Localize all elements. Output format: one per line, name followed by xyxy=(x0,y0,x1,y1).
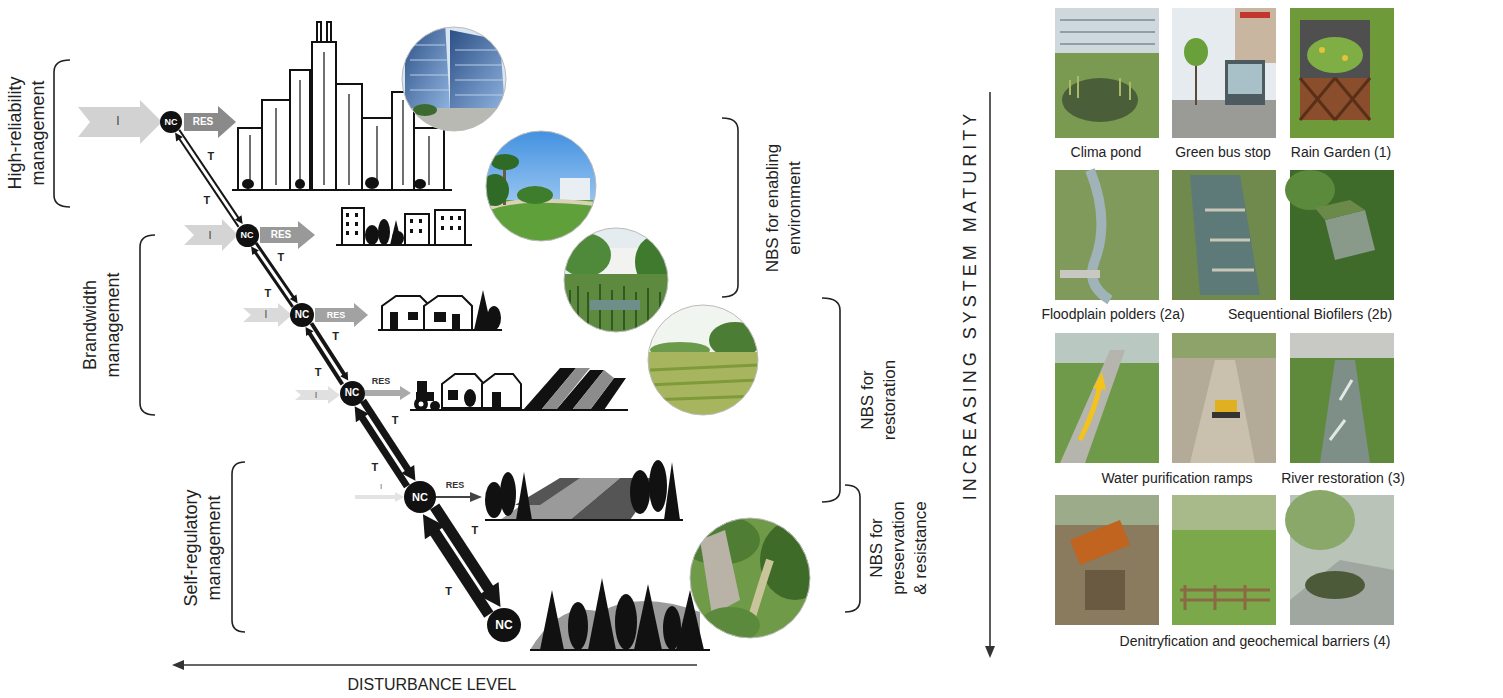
edge-label: T xyxy=(331,331,340,342)
flow-label: I xyxy=(315,390,318,400)
edge-label: T xyxy=(202,195,211,206)
transition-arrow xyxy=(179,130,242,224)
photo-field xyxy=(645,302,761,418)
node-text: NC xyxy=(165,118,178,127)
flow-label: I xyxy=(380,482,382,491)
edge-label: T xyxy=(314,366,323,377)
edge-label: T xyxy=(263,287,272,298)
axis-label: Brandwidth management xyxy=(79,250,126,400)
photo-caption: DISTURBANCE LEVEL xyxy=(348,676,517,694)
flow-label: I xyxy=(265,309,268,321)
photo-city xyxy=(400,22,510,138)
photo-pond xyxy=(559,225,675,338)
transition-arrow xyxy=(251,246,293,307)
photo-caption: Green bus stop xyxy=(1175,144,1271,160)
axis-label: Self-regulatory management xyxy=(180,473,227,623)
city-skyline xyxy=(232,22,452,190)
node-text: NC xyxy=(412,492,428,503)
flow-label: RES xyxy=(372,376,391,386)
transition-arrow xyxy=(363,401,415,481)
node-text: NC xyxy=(495,619,512,631)
photo-park xyxy=(480,128,605,248)
transition-arrow xyxy=(306,327,343,384)
axis-arrow xyxy=(172,92,995,670)
farm-landscape xyxy=(410,368,628,411)
transition-arrow xyxy=(355,406,407,486)
flow-label: RES xyxy=(327,310,346,320)
edge-label: T xyxy=(470,525,479,536)
photo-caption: Denitryfication and geochemical barriers… xyxy=(1120,633,1391,649)
flow-label: RES xyxy=(271,229,292,241)
forest-landscape xyxy=(530,578,710,651)
transition-arrow xyxy=(311,323,348,380)
nc-circle: NC xyxy=(340,381,365,406)
axis-label: High-reliability management xyxy=(4,58,51,208)
photo-caption: Clima pond xyxy=(1071,144,1142,160)
bracket xyxy=(54,60,860,632)
edge-label: T xyxy=(391,414,400,425)
photo-caption: Floodplain polders (2a) xyxy=(1041,306,1184,322)
transition-arrow xyxy=(423,514,489,614)
nc-circle: NC xyxy=(487,608,521,642)
flow-arrows xyxy=(78,100,482,502)
edge-label: T xyxy=(207,151,216,162)
edge-label: T xyxy=(444,585,453,596)
node-text: NC xyxy=(241,231,254,240)
axis-label: NBS for preservation & resistance xyxy=(866,496,932,600)
edge-label: T xyxy=(277,251,286,262)
axis-label: NBS for restoration xyxy=(857,340,901,460)
photo-caption: Sequentional Biofilers (2b) xyxy=(1228,306,1392,322)
photo-valley xyxy=(680,515,830,643)
transition-arrow xyxy=(175,133,238,227)
nc-circle: NC xyxy=(404,481,436,513)
photo-caption: Rain Garden (1) xyxy=(1291,144,1391,160)
node-text: NC xyxy=(345,388,359,398)
edge-label: T xyxy=(371,462,380,473)
flow-label: RES xyxy=(446,480,465,490)
flow-label: RES xyxy=(193,116,214,128)
axis-label: INCREASING SYSTEM MATURITY xyxy=(960,110,981,501)
nc-circle: NC xyxy=(236,224,259,247)
nc-circle: NC xyxy=(290,303,314,327)
nc-circle: NC xyxy=(160,111,182,133)
flow-label: I xyxy=(208,229,211,242)
village-houses xyxy=(378,290,502,331)
photo-caption: River restoration (3) xyxy=(1281,470,1405,486)
axis-label: NBS for enabling environment xyxy=(762,123,806,293)
rural-landscape xyxy=(485,460,683,521)
transition-arrow xyxy=(256,243,298,304)
photo-caption: Water purification ramps xyxy=(1101,470,1252,486)
flow-label: I xyxy=(116,115,119,129)
node-text: NC xyxy=(295,310,309,320)
town-buildings xyxy=(336,208,472,246)
